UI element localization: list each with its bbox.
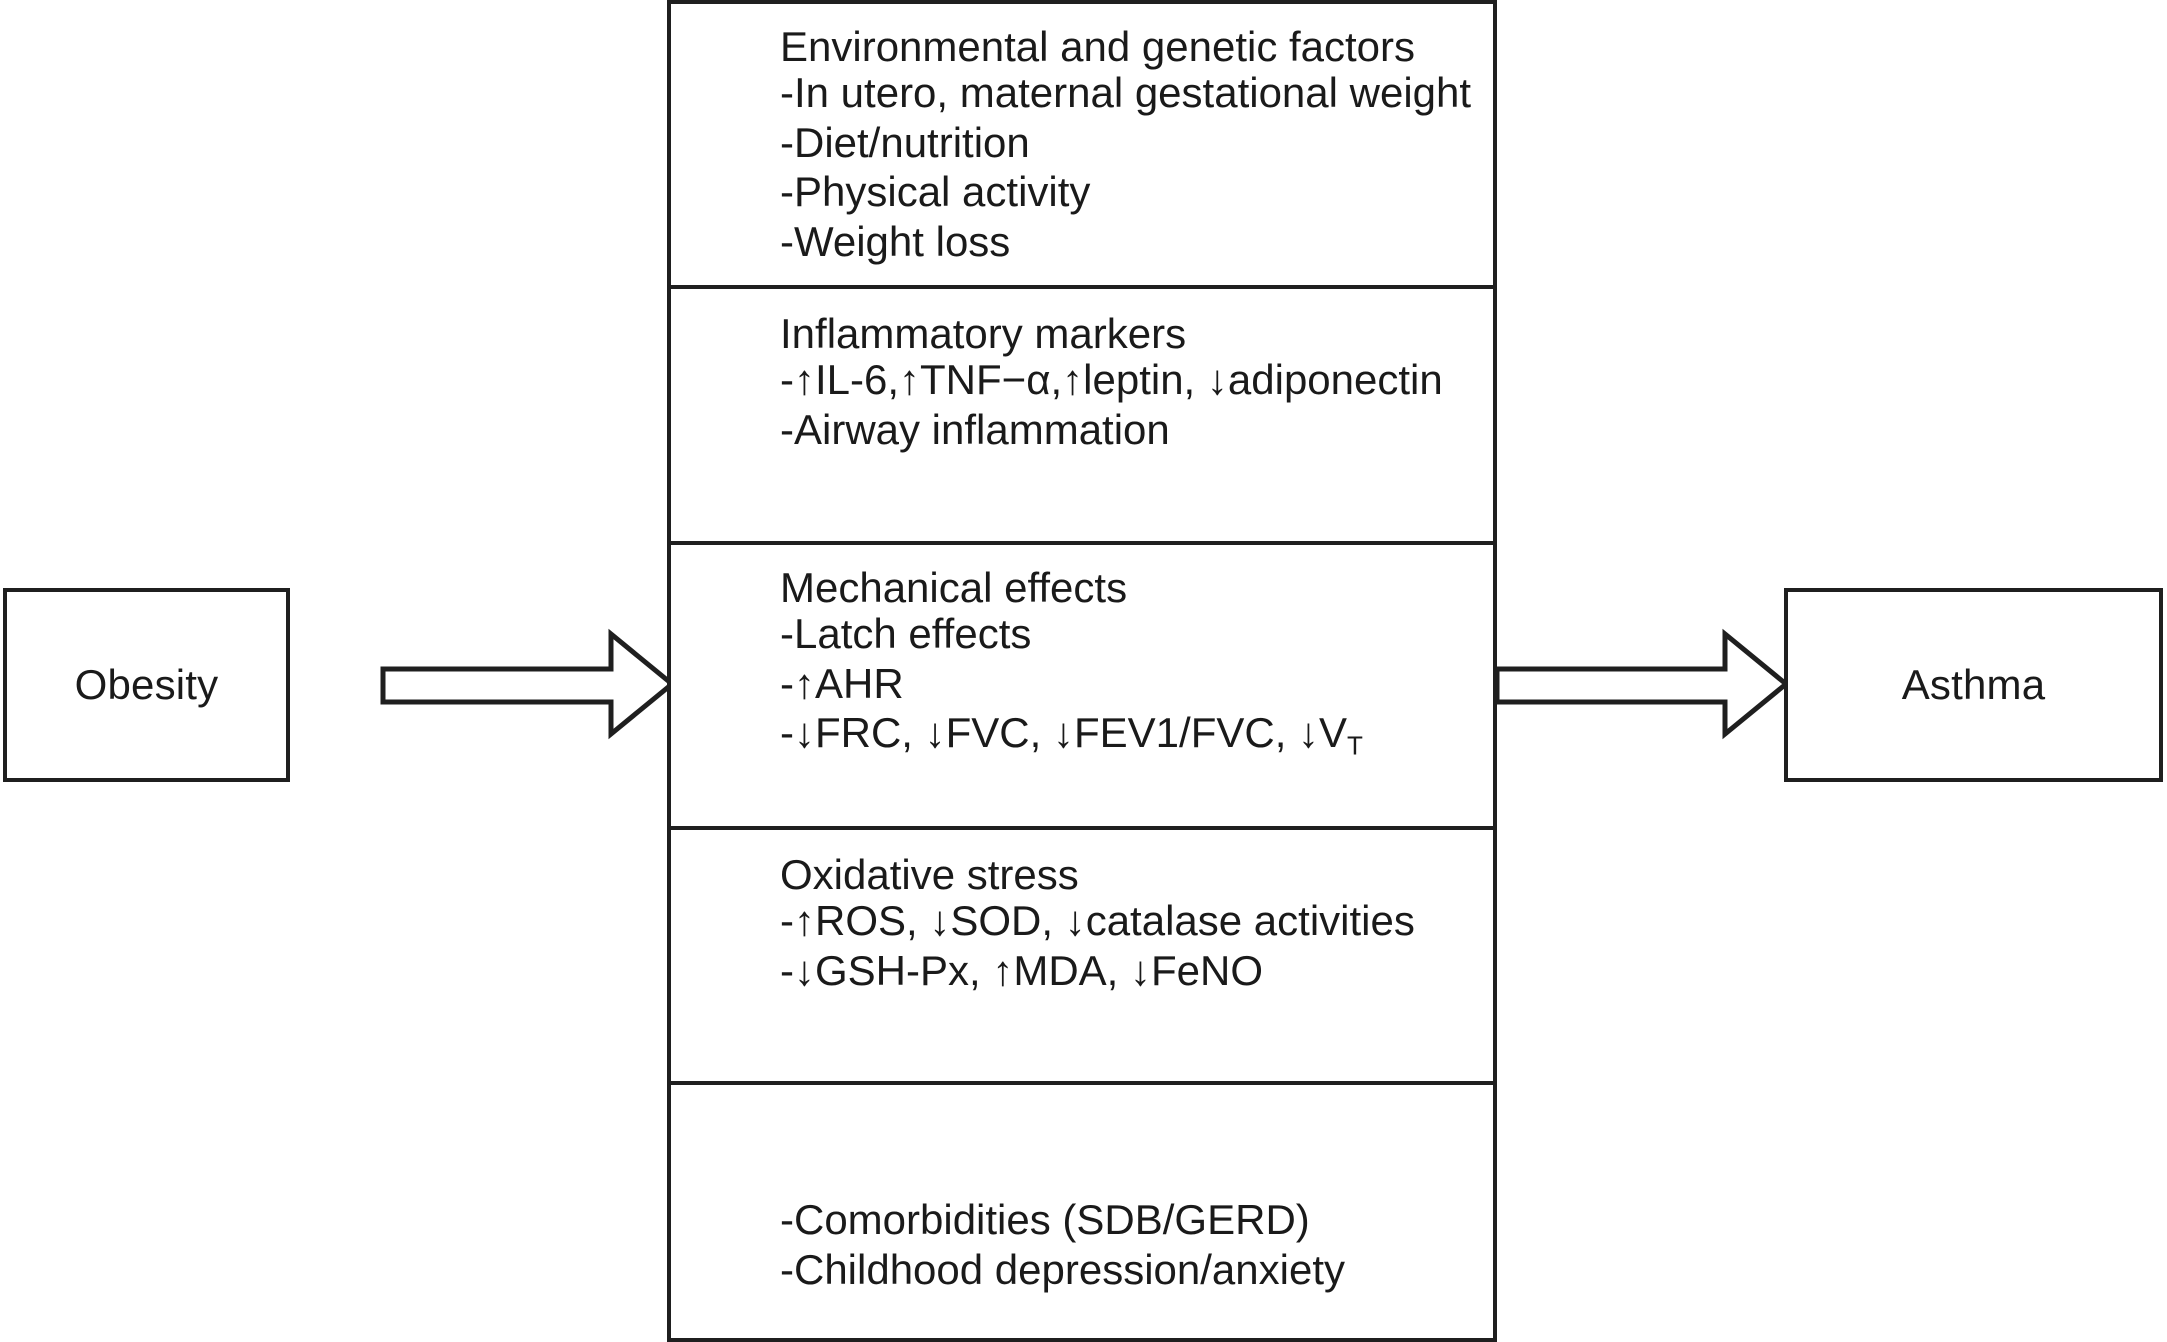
list-item: -Diet/nutrition — [780, 118, 1030, 166]
obesity-node: Obesity — [3, 588, 290, 782]
section-list-comorbidities: -Comorbidities (SDB/GERD) -Childhood dep… — [780, 1195, 1493, 1294]
mechanisms-panel: Environmental and genetic factors -In ut… — [667, 0, 1497, 1342]
panel-section-oxidative-stress: Oxidative stress -↑ROS, ↓SOD, ↓catalase … — [671, 830, 1493, 1085]
list-item: -↑AHR — [780, 659, 904, 707]
panel-section-mechanical-effects: Mechanical effects -Latch effects -↑AHR … — [671, 545, 1493, 830]
mechanisms-to-asthma-arrow — [1494, 628, 1790, 740]
section-list-inflammatory-markers: -↑IL-6,↑TNF−α,↑leptin, ↓adiponectin -Air… — [780, 355, 1493, 454]
section-list-oxidative-stress: -↑ROS, ↓SOD, ↓catalase activities -↓GSH-… — [780, 896, 1493, 995]
obesity-to-mechanisms-arrow — [380, 628, 676, 740]
panel-section-comorbidities: -Comorbidities (SDB/GERD) -Childhood dep… — [671, 1085, 1493, 1342]
list-item: -↓GSH-Px, ↑MDA, ↓FeNO — [780, 946, 1264, 994]
list-item: -↓FRC, ↓FVC, ↓FEV1/FVC, ↓VT — [780, 709, 1363, 761]
asthma-node: Asthma — [1784, 588, 2163, 782]
list-item: -Airway inflammation — [780, 405, 1170, 453]
list-item: -↑ROS, ↓SOD, ↓catalase activities — [780, 897, 1415, 944]
section-heading-mechanical-effects: Mechanical effects — [780, 564, 1128, 611]
panel-section-environmental-genetic: Environmental and genetic factors -In ut… — [671, 4, 1493, 289]
section-heading-oxidative-stress: Oxidative stress — [780, 851, 1079, 898]
section-heading-environmental-genetic: Environmental and genetic factors — [780, 23, 1416, 70]
list-item: -Latch effects — [780, 610, 1032, 657]
list-item: -In utero, maternal gestational weight — [780, 69, 1472, 116]
obesity-label: Obesity — [74, 660, 219, 708]
list-item: -Comorbidities (SDB/GERD) — [780, 1196, 1310, 1243]
panel-section-inflammatory-markers: Inflammatory markers -↑IL-6,↑TNF−α,↑lept… — [671, 289, 1493, 545]
list-item: -Childhood depression/anxiety — [780, 1245, 1346, 1293]
section-list-environmental-genetic: -In utero, maternal gestational weight -… — [780, 68, 1493, 266]
section-heading-inflammatory-markers: Inflammatory markers — [780, 310, 1187, 357]
section-list-mechanical-effects: -Latch effects -↑AHR -↓FRC, ↓FVC, ↓FEV1/… — [780, 609, 1493, 758]
list-item: -Physical activity — [780, 168, 1091, 216]
list-item: -↑IL-6,↑TNF−α,↑leptin, ↓adiponectin — [780, 356, 1443, 403]
list-item: -Weight loss — [780, 217, 1011, 265]
asthma-label: Asthma — [1901, 660, 2046, 708]
